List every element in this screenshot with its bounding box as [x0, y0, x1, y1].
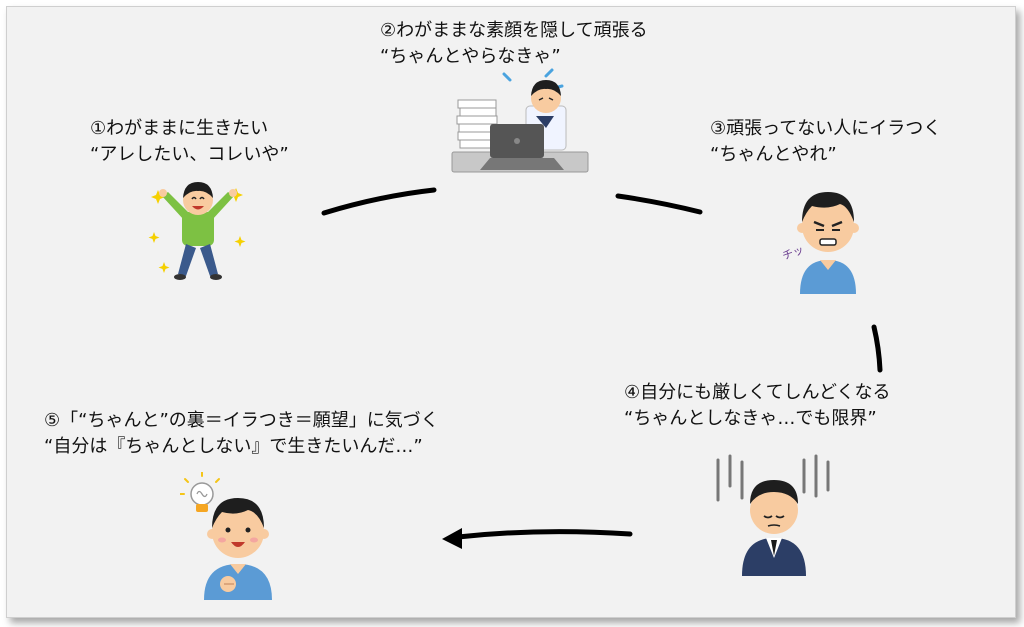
step-4-quote: “ちゃんとしなきゃ…でも限界”: [624, 408, 877, 429]
step-2-label: ②わがままな素顔を隠して頑張る “ちゃんとやらなきゃ”: [380, 18, 648, 70]
step-2-quote: “ちゃんとやらなきゃ”: [380, 46, 561, 67]
happy-boy-illustration: [148, 182, 246, 280]
step-1-title: ①わがままに生きたい: [90, 118, 269, 139]
annoyed-man-illustration: チッ: [782, 192, 859, 294]
step-4-label: ④自分にも厳しくてしんどくなる “ちゃんとしなきゃ…でも限界”: [624, 380, 891, 432]
step-1-quote: “アレしたい、コレいや”: [90, 144, 289, 165]
diagram-canvas: [6, 6, 1016, 618]
gloom-lines: [716, 454, 830, 502]
exhausted-man-illustration: [716, 454, 830, 576]
step-3-label: ③頑張ってない人にイラつく “ちゃんとやれ”: [710, 116, 941, 168]
step-4-title: ④自分にも厳しくてしんどくなる: [624, 382, 891, 403]
lightbulb-icon: [180, 472, 220, 512]
arc-step2-to-step3: [615, 193, 703, 215]
step-5-label: ⑤「“ちゃんと”の裏＝イラつき＝願望」に気づく “自分は『ちゃんとしない』で生き…: [44, 408, 439, 460]
arc-step3-to-step4: [871, 324, 883, 373]
step-3-quote: “ちゃんとやれ”: [710, 144, 837, 165]
step-3-title: ③頑張ってない人にイラつく: [710, 118, 942, 139]
tsk-sound-text: チッ: [782, 243, 806, 263]
realization-man-illustration: [180, 472, 272, 600]
step-2-title: ②わがままな素顔を隠して頑張る: [380, 20, 648, 41]
step-5-title: ⑤「“ちゃんと”の裏＝イラつき＝願望」に気づく: [44, 410, 439, 431]
arc-step1-to-step2: [321, 187, 437, 216]
step-5-quote: “自分は『ちゃんとしない』で生きたいんだ…”: [44, 436, 423, 457]
paper-stack: [456, 99, 499, 149]
step-1-label: ①わがままに生きたい “アレしたい、コレいや”: [90, 116, 289, 168]
arrow-step4-to-step5: [455, 529, 633, 540]
overworked-man-illustration: [451, 68, 589, 173]
arrow-head: [442, 528, 462, 549]
